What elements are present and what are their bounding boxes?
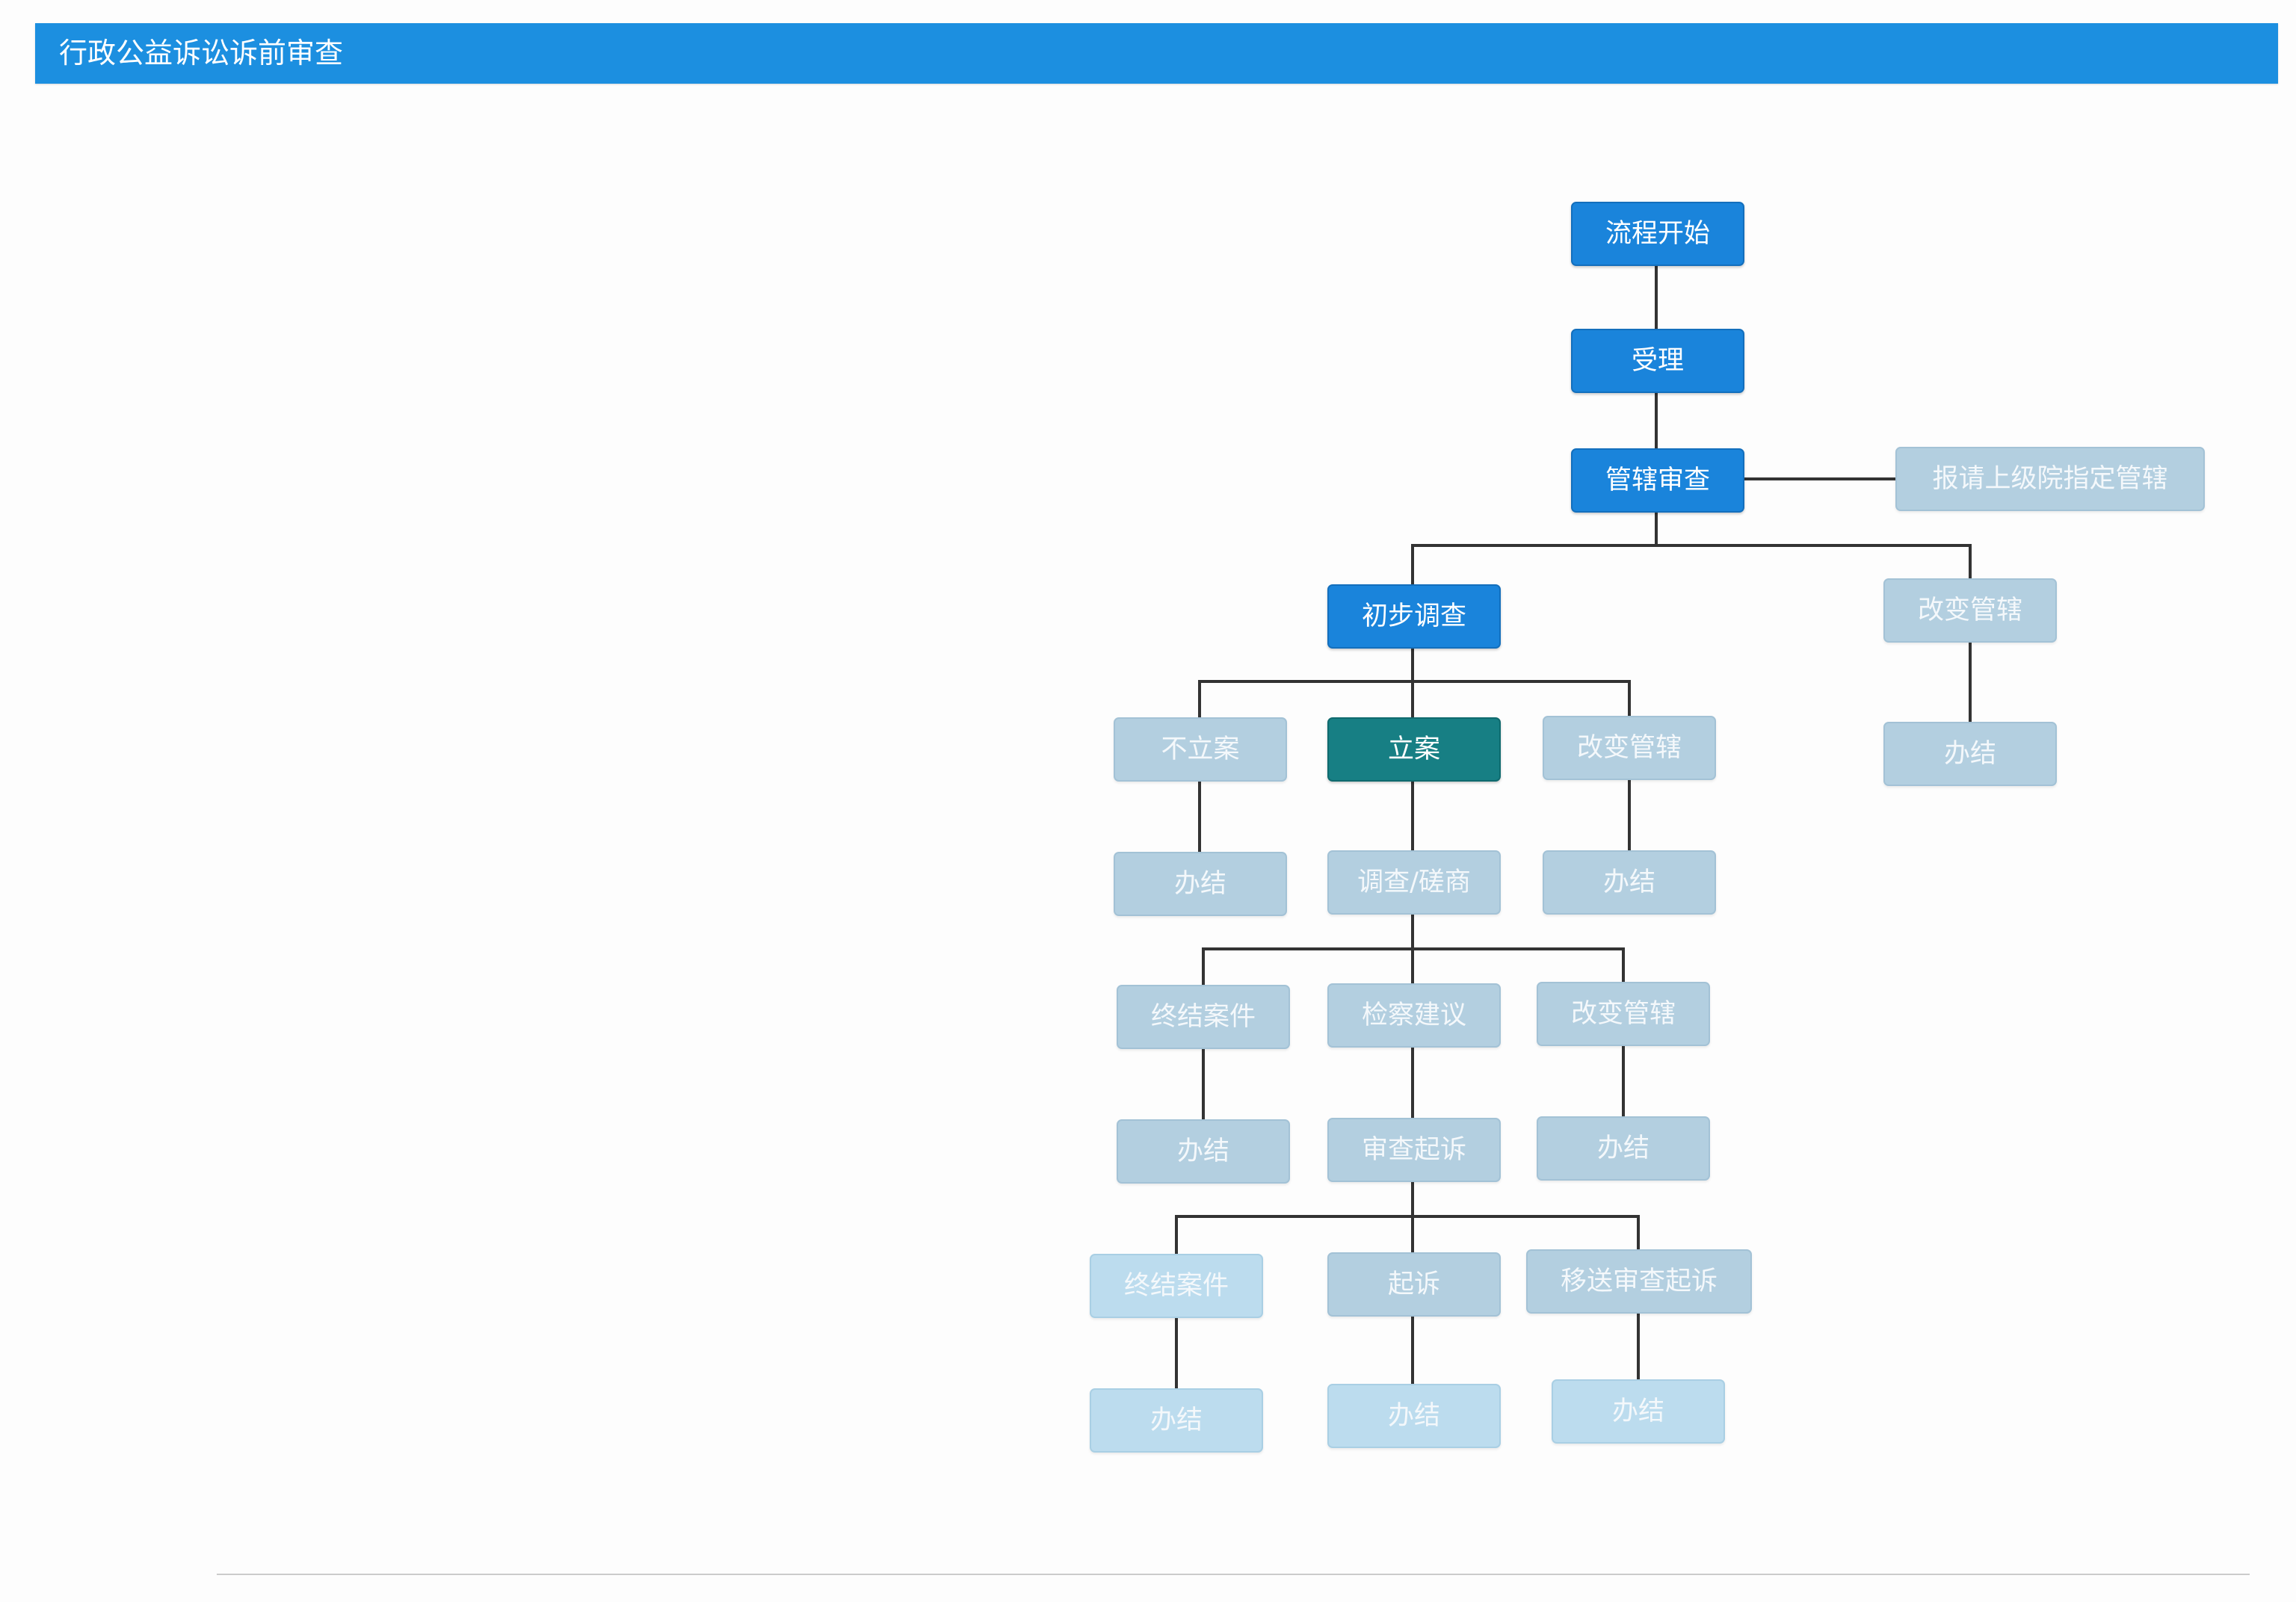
node-start[interactable]: 流程开始: [1571, 202, 1744, 266]
node-transfer-review-prosecution-done[interactable]: 办结: [1552, 1379, 1725, 1444]
node-report-upper-court[interactable]: 报请上级院指定管辖: [1895, 447, 2205, 511]
node-jurisdiction-review[interactable]: 管辖审查: [1571, 448, 1744, 513]
node-terminate-case-2[interactable]: 终结案件: [1090, 1254, 1263, 1318]
node-change-jurisdiction-top[interactable]: 改变管辖: [1883, 578, 2057, 643]
title-bar: 行政公益诉讼诉前审查: [35, 23, 2278, 84]
node-change-jurisdiction-low-done[interactable]: 办结: [1537, 1116, 1710, 1181]
node-prosecute-done[interactable]: 办结: [1327, 1384, 1501, 1448]
node-preliminary-investigation[interactable]: 初步调查: [1327, 584, 1501, 649]
node-terminate-case-1[interactable]: 终结案件: [1117, 985, 1290, 1049]
node-not-file-done[interactable]: 办结: [1114, 852, 1287, 916]
node-procuratorial-suggestion[interactable]: 检察建议: [1327, 983, 1501, 1048]
node-change-jurisdiction-mid[interactable]: 改变管辖: [1543, 716, 1716, 780]
node-not-file[interactable]: 不立案: [1114, 717, 1287, 782]
node-investigation-consultation[interactable]: 调查/磋商: [1327, 850, 1501, 915]
page-title: 行政公益诉讼诉前审查: [59, 37, 344, 69]
node-accept[interactable]: 受理: [1571, 329, 1744, 393]
footer-rule: [217, 1574, 2250, 1575]
node-change-jurisdiction-low[interactable]: 改变管辖: [1537, 982, 1710, 1046]
node-terminate-case-1-done[interactable]: 办结: [1117, 1119, 1290, 1184]
node-review-prosecution[interactable]: 审查起诉: [1327, 1118, 1501, 1182]
node-terminate-case-2-done[interactable]: 办结: [1090, 1388, 1263, 1453]
node-change-jurisdiction-mid-done[interactable]: 办结: [1543, 850, 1716, 915]
node-transfer-review-prosecution[interactable]: 移送审查起诉: [1526, 1249, 1752, 1314]
node-change-jurisdiction-top-done[interactable]: 办结: [1883, 722, 2057, 786]
node-file-case[interactable]: 立案: [1327, 717, 1501, 782]
node-prosecute[interactable]: 起诉: [1327, 1252, 1501, 1317]
